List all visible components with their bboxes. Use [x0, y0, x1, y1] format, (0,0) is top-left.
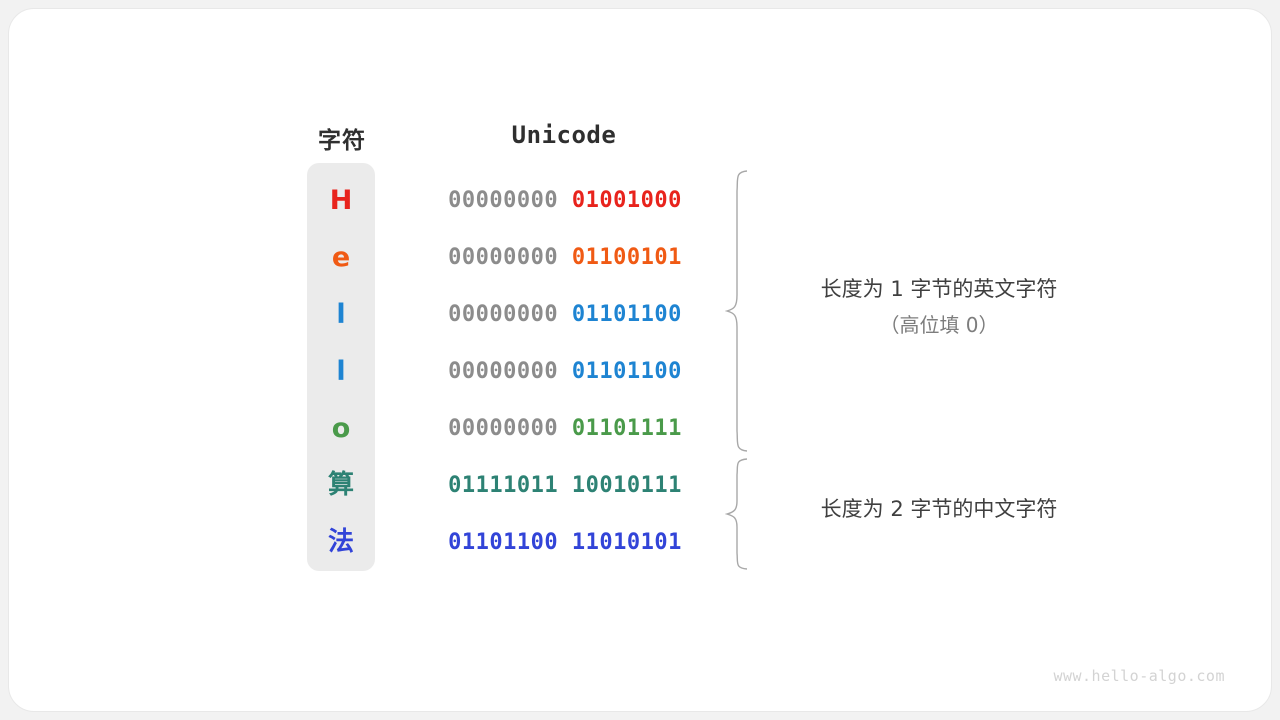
annotation-cjk: 长度为 2 字节的中文字符	[779, 491, 1099, 527]
encoding-row: 算 01111011 10010111	[9, 457, 1273, 514]
row-unicode-bits: 00000000 01001000	[429, 172, 701, 229]
row-character: e	[331, 242, 351, 273]
low-byte: 01001000	[571, 188, 682, 213]
row-character: 法	[327, 527, 354, 557]
row-character: l	[336, 356, 346, 387]
encoding-row: 法 01101100 11010101	[9, 514, 1273, 571]
row-character: l	[336, 299, 346, 330]
row-unicode-bits: 01111011 10010111	[429, 457, 701, 514]
encoding-row: l 00000000 01101100	[9, 343, 1273, 400]
encoding-row: H 00000000 01001000	[9, 172, 1273, 229]
encoding-row: l 00000000 01101100	[9, 286, 1273, 343]
page-card: 字符 Unicode H 00000000 01001000 e 00000000 0…	[8, 8, 1272, 712]
brace-cjk-group	[725, 458, 748, 570]
low-byte: 01101111	[571, 416, 682, 441]
encoding-row: o 00000000 01101111	[9, 400, 1273, 457]
high-byte: 00000000	[448, 359, 559, 384]
row-character: 算	[327, 470, 354, 500]
low-byte: 01100101	[571, 245, 682, 270]
row-character: o	[331, 413, 351, 444]
row-unicode-bits: 00000000 01100101	[429, 229, 701, 286]
low-byte: 11010101	[571, 530, 682, 555]
brace-ascii-group	[725, 170, 748, 452]
row-character: H	[329, 185, 353, 216]
watermark: www.hello-algo.com	[1053, 667, 1225, 685]
encoding-row: e 00000000 01100101	[9, 229, 1273, 286]
annotation-ascii-main: 长度为 1 字节的英文字符	[820, 277, 1058, 301]
column-header-character: 字符	[318, 127, 366, 153]
high-byte: 00000000	[448, 188, 559, 213]
column-header-unicode: Unicode	[511, 121, 617, 149]
high-byte: 01111011	[448, 473, 559, 498]
low-byte: 10010111	[571, 473, 682, 498]
annotation-ascii: 长度为 1 字节的英文字符 （高位填 0）	[779, 271, 1099, 343]
annotation-ascii-sub: （高位填 0）	[879, 313, 999, 337]
annotation-cjk-main: 长度为 2 字节的中文字符	[820, 497, 1058, 521]
high-byte: 00000000	[448, 416, 559, 441]
high-byte: 00000000	[448, 302, 559, 327]
row-unicode-bits: 01101100 11010101	[429, 514, 701, 571]
unicode-encoding-diagram: 字符 Unicode H 00000000 01001000 e 00000000 0…	[9, 9, 1273, 713]
high-byte: 00000000	[448, 245, 559, 270]
row-unicode-bits: 00000000 01101100	[429, 343, 701, 400]
low-byte: 01101100	[571, 302, 682, 327]
row-unicode-bits: 00000000 01101100	[429, 286, 701, 343]
character-column-background	[307, 163, 375, 571]
row-unicode-bits: 00000000 01101111	[429, 400, 701, 457]
low-byte: 01101100	[571, 359, 682, 384]
high-byte: 01101100	[448, 530, 559, 555]
